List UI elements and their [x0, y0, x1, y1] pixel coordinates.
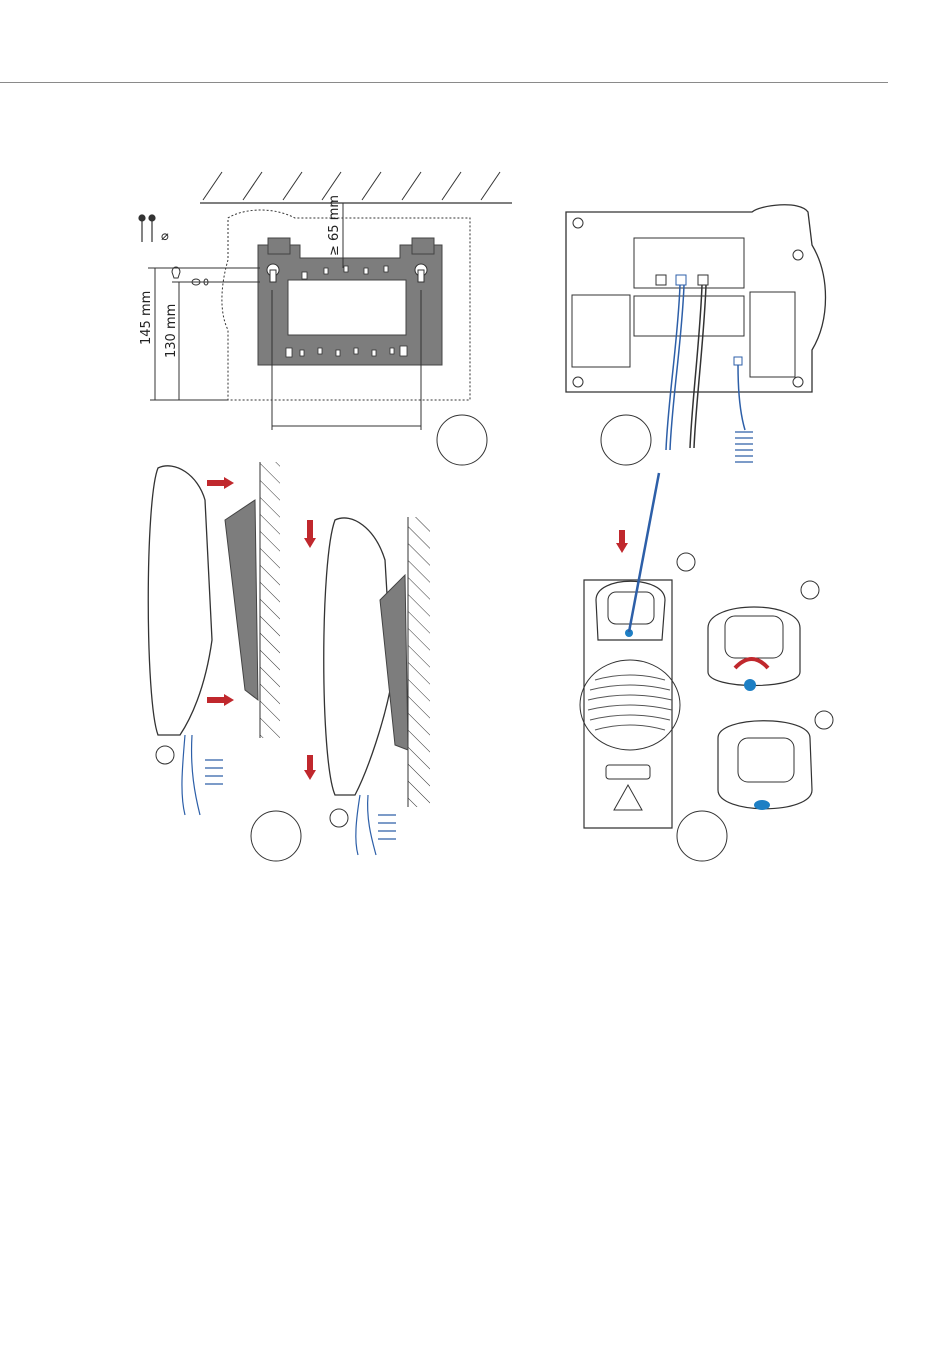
figure-cable-routing [566, 205, 826, 465]
figure-hook-switch [580, 473, 833, 861]
bracket-side-1 [225, 500, 258, 700]
step-circle-4 [677, 811, 727, 861]
cables [666, 285, 745, 450]
sub-circle-a [156, 746, 174, 764]
dim-65: ≥ 65 mm [327, 195, 342, 256]
red-arrowhead-4 [304, 770, 316, 780]
sub-circle-3 [815, 711, 833, 729]
wall-hatch-2 [408, 517, 430, 807]
screw-holes [573, 218, 803, 387]
phone-side-2 [324, 518, 392, 795]
tab-blue-2 [744, 679, 756, 691]
cables-side-1 [182, 735, 223, 815]
coiled-cord [735, 432, 753, 462]
connector-bay [634, 238, 744, 288]
sub-circle-2 [801, 581, 819, 599]
center-bay [634, 296, 744, 336]
cradle-detail-2 [708, 607, 800, 686]
red-arrowhead-1 [224, 477, 234, 489]
step-circle-1 [437, 415, 487, 465]
cradle-detail-2-inner [725, 616, 783, 658]
phone-side-1 [148, 466, 212, 735]
port-power [698, 275, 708, 285]
cables-side-2 [356, 795, 396, 855]
figure-wall-bracket: ⌀ 145 mm 130 mm ≥ 65 mm [139, 172, 512, 465]
left-recess [572, 295, 630, 367]
step-circle-3 [251, 811, 301, 861]
triangle-mark [614, 785, 642, 810]
red-arrowhead-2 [224, 694, 234, 706]
cradle-detail-3-inner [738, 738, 794, 782]
screw-icons [139, 215, 155, 242]
red-arrowhead-5 [616, 543, 628, 553]
ceiling-hatching [203, 172, 500, 200]
wall-hatch-1 [260, 462, 280, 738]
keyhole-left [172, 267, 180, 278]
port-handset [734, 357, 742, 365]
rotate-arrow [735, 659, 768, 668]
dim-130: 130 mm [164, 304, 179, 358]
diameter-symbol: ⌀ [161, 229, 169, 244]
step-circle-2 [601, 415, 651, 465]
port-lan [676, 275, 686, 285]
right-recess [750, 292, 795, 377]
display-slot [606, 765, 650, 779]
sub-circle-b [330, 809, 348, 827]
red-arrowhead-3 [304, 538, 316, 548]
cradle-detail-3 [718, 721, 812, 809]
tab-blue-3 [754, 800, 770, 810]
speaker-slots [588, 675, 672, 730]
port-1 [656, 275, 666, 285]
figure-mounting-side [148, 462, 430, 861]
bracket-plate [258, 238, 442, 365]
sub-circle-1 [677, 553, 695, 571]
dim-145: 145 mm [139, 291, 154, 345]
